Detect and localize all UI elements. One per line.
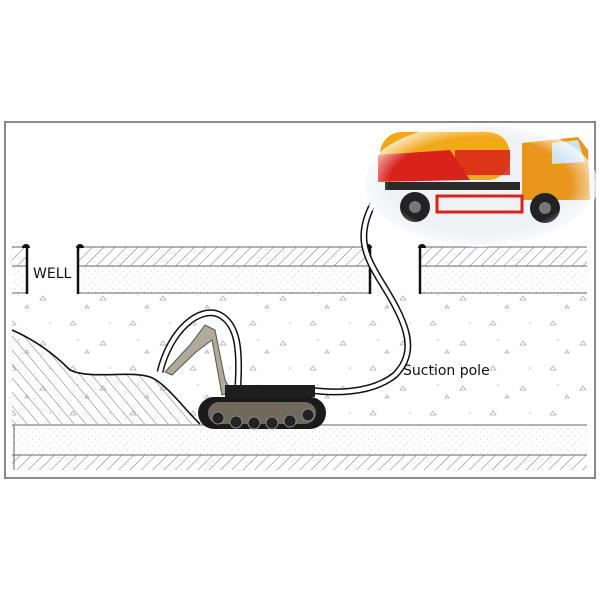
sewage-suction-truck [362,123,598,247]
road-surface [12,246,587,294]
manhole-walls [22,244,426,294]
pipe-bottom [12,424,587,470]
suction-pole-label: Suction pole [403,363,490,379]
well-label: WELL [33,266,71,282]
tracked-dredging-robot [164,324,326,430]
sludge-mound [12,330,200,424]
suction-hose [156,198,412,396]
